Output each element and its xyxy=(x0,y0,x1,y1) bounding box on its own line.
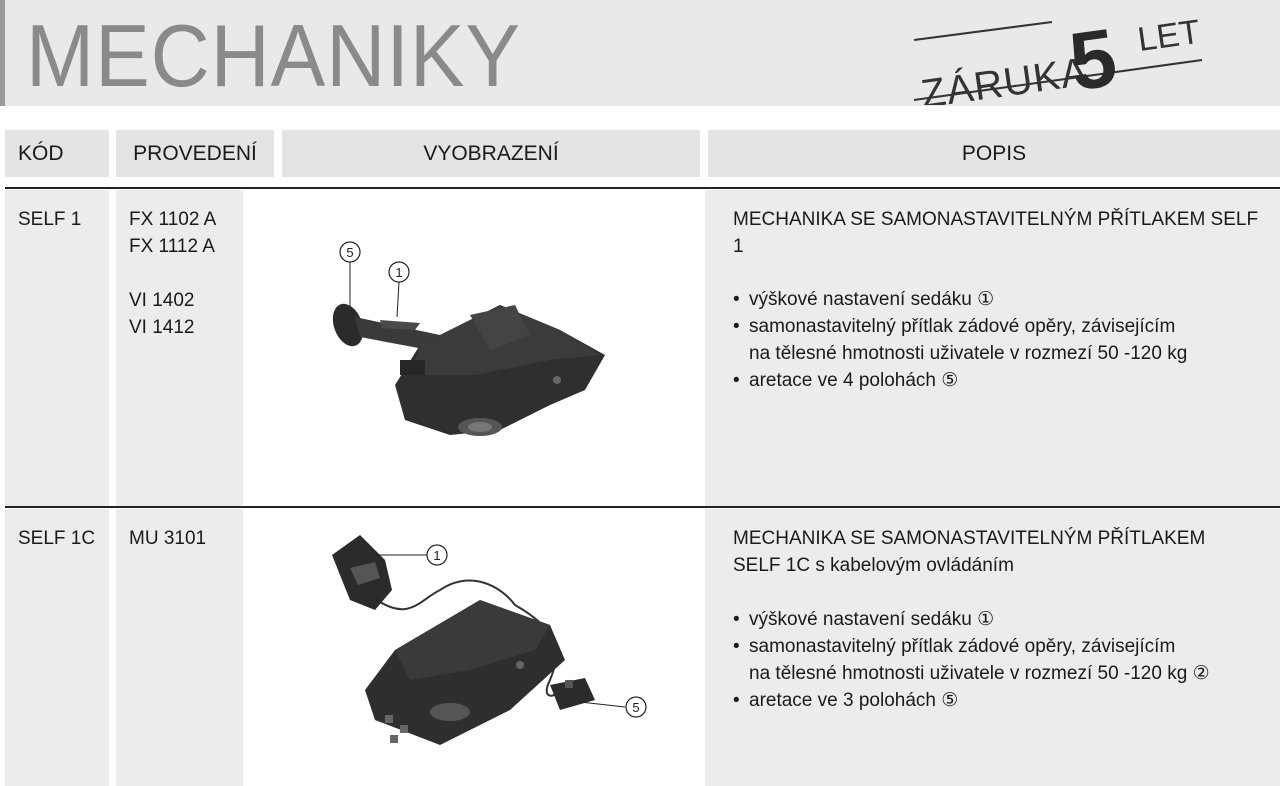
row2-feature-list: výškové nastavení sedáku ① samonastavite… xyxy=(733,606,1273,714)
column-header-description: POPIS xyxy=(708,130,1280,177)
row2-variant-item: MU 3101 xyxy=(129,528,207,549)
row2-feature-item: výškové nastavení sedáku ① xyxy=(733,606,1273,633)
row2-variant-cell xyxy=(116,509,243,786)
row1-callout-5: 5 xyxy=(346,245,353,260)
row2-code-cell xyxy=(5,509,109,786)
row1-variant-item: VI 1412 xyxy=(129,317,195,338)
row1-variants: FX 1102 A FX 1112 A VI 1402 VI 1412 xyxy=(129,206,216,341)
row1-feature-item: samonastavitelný přítlak zádové opěry, z… xyxy=(733,313,1273,367)
row1-description-spacer xyxy=(733,260,1273,286)
page-title: MECHANIKY xyxy=(26,6,521,105)
row1-variant-cell xyxy=(116,190,243,506)
column-header-variant: PROVEDENÍ xyxy=(116,130,274,177)
page-header: MECHANIKY ZÁRUKA 5 LET xyxy=(0,0,1280,106)
warranty-prefix: ZÁRUKA xyxy=(918,49,1091,105)
row2-feature-item: samonastavitelný přítlak zádové opěry, z… xyxy=(733,633,1273,687)
header-accent-bar xyxy=(0,0,5,106)
row2-description-spacer xyxy=(733,579,1273,606)
row2-description-title-line2: SELF 1C s kabelovým ovládáním xyxy=(733,555,1014,576)
row1-feature-list: výškové nastavení sedáku ① samonastavite… xyxy=(733,286,1273,394)
column-header-variant-label: PROVEDENÍ xyxy=(133,141,257,165)
row2-feature-text-cont: na tělesné hmotnosti uživatele v rozmezí… xyxy=(749,663,1210,684)
row1-code-cell xyxy=(5,190,109,506)
row1-variant-spacer xyxy=(129,260,216,287)
row2-description-title: MECHANIKA SE SAMONASTAVITELNÝM PŘÍTLAKEM xyxy=(733,528,1206,549)
row2-description: MECHANIKA SE SAMONASTAVITELNÝM PŘÍTLAKEM… xyxy=(733,525,1273,714)
row2-code: SELF 1C xyxy=(18,528,96,549)
row-divider-middle xyxy=(5,506,1280,508)
column-header-code-label: KÓD xyxy=(18,141,64,165)
column-header-image-label: VYOBRAZENÍ xyxy=(423,141,559,165)
row1-feature-text-cont: na tělesné hmotnosti uživatele v rozmezí… xyxy=(749,343,1188,364)
column-header-code: KÓD xyxy=(5,130,109,177)
column-header-image: VYOBRAZENÍ xyxy=(282,130,700,177)
row2-feature-item: aretace ve 3 polohách ⑤ xyxy=(733,687,1273,714)
warranty-badge: ZÁRUKA 5 LET xyxy=(913,12,1202,105)
row1-variant-item: FX 1102 A xyxy=(129,209,217,230)
row1-variant-item: VI 1402 xyxy=(129,290,195,311)
callout-circle xyxy=(625,696,647,718)
row2-callout-1: 1 xyxy=(433,548,440,563)
row2-feature-text: samonastavitelný přítlak zádové opěry, z… xyxy=(749,636,1176,657)
row1-feature-item: aretace ve 4 polohách ⑤ xyxy=(733,367,1273,394)
row2-callout-5: 5 xyxy=(632,700,639,715)
warranty-suffix: LET xyxy=(1135,13,1202,59)
column-header-description-label: POPIS xyxy=(961,141,1027,165)
callout-circle xyxy=(426,544,448,566)
row2-variants: MU 3101 xyxy=(129,525,206,552)
row1-description-title: MECHANIKA SE SAMONASTAVITELNÝM PŘÍTLAKEM… xyxy=(733,209,1259,257)
row1-callout-1: 1 xyxy=(395,265,402,280)
row1-code: SELF 1 xyxy=(18,209,82,230)
row1-mechanism-image: 5 1 xyxy=(332,241,605,436)
row1-feature-text: samonastavitelný přítlak zádové opěry, z… xyxy=(749,316,1176,337)
row1-description: MECHANIKA SE SAMONASTAVITELNÝM PŘÍTLAKEM… xyxy=(733,206,1273,394)
row1-variant-item: FX 1112 A xyxy=(129,236,215,257)
row1-feature-item: výškové nastavení sedáku ① xyxy=(733,286,1273,313)
row-divider-top xyxy=(5,187,1280,189)
row2-mechanism-image: 1 5 xyxy=(332,535,647,745)
